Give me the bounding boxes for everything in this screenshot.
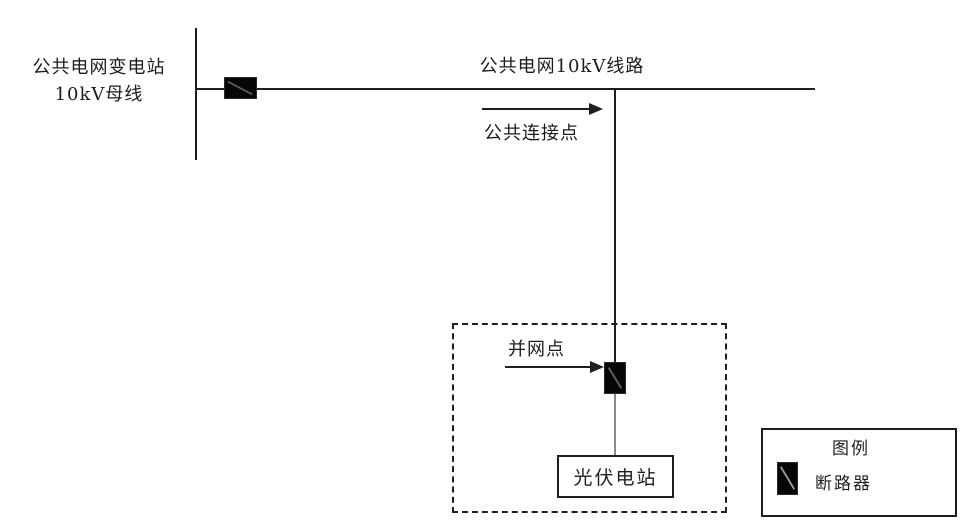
- breaker-slash-icon: [607, 367, 623, 389]
- breaker-icon: [604, 362, 626, 394]
- substation-busbar-label-line2: 10kV母线: [54, 84, 144, 105]
- breaker-icon: [224, 77, 257, 99]
- breaker-slash-icon: [227, 80, 253, 96]
- plant-boundary-box: [452, 323, 727, 513]
- breaker-icon: [777, 462, 798, 495]
- pv-station-box: 光伏电站: [557, 455, 674, 498]
- poi-label: 并网点: [508, 339, 565, 360]
- poi-arrow-head-icon: [590, 361, 604, 373]
- pcc-arrow-line: [482, 108, 589, 110]
- poi-arrow-line: [505, 366, 590, 368]
- grid-10kv-line: [196, 88, 815, 90]
- breaker-slash-icon: [779, 466, 796, 490]
- pcc-label: 公共连接点: [484, 123, 579, 144]
- feeder-drop-line: [614, 89, 616, 363]
- substation-busbar-label: 公共电网变电站 10kV母线: [8, 54, 190, 108]
- legend-title: 图例: [832, 439, 870, 459]
- pv-station-label: 光伏电站: [573, 467, 658, 489]
- substation-busbar-label-line1: 公共电网变电站: [32, 57, 166, 78]
- busbar-line: [195, 28, 197, 160]
- pv-connection-line: [614, 394, 616, 455]
- grid-line-label: 公共电网10kV线路: [479, 56, 645, 77]
- legend-item-label: 断路器: [815, 474, 872, 494]
- pcc-arrow-head-icon: [589, 103, 603, 115]
